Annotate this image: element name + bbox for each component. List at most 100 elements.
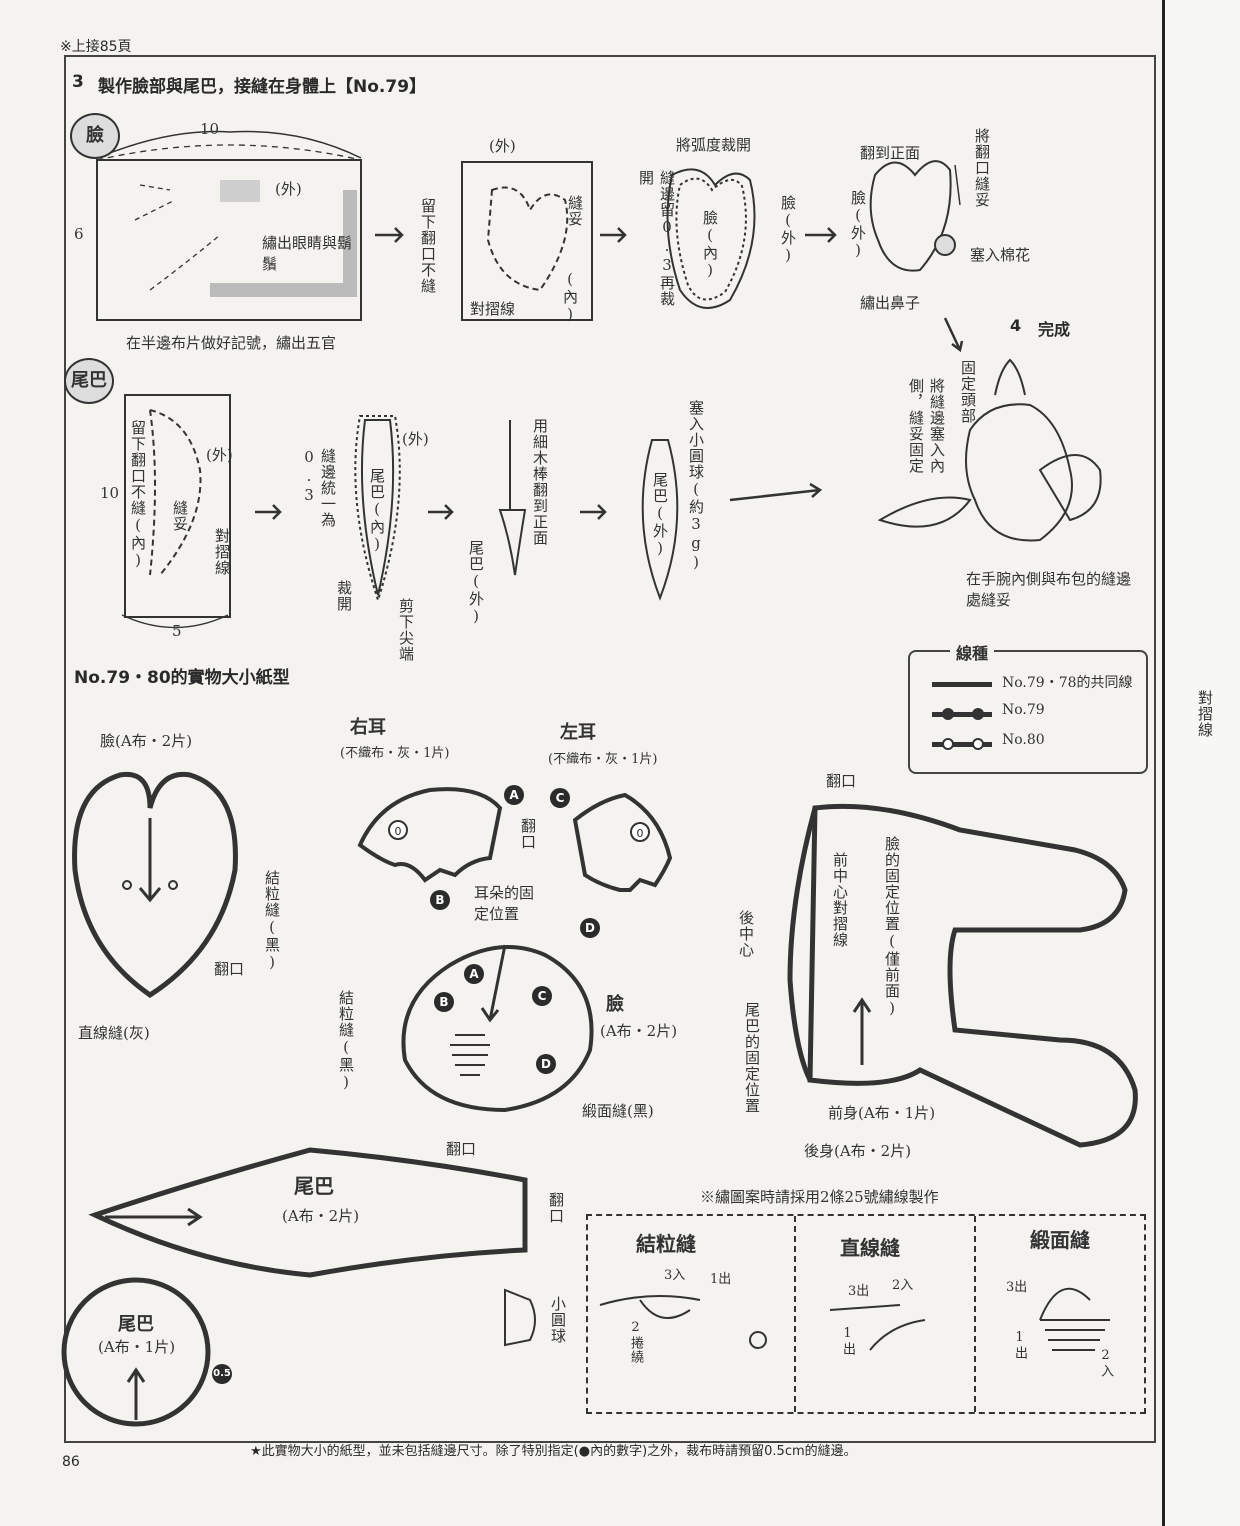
face-fabric-rect: [96, 159, 362, 321]
face-fold-line: 對摺線: [470, 300, 516, 318]
footer-note: ★此實物大小的紙型，並未包括縫邊尺寸。除了特別指定(●內的數字)之外，裁布時請預…: [250, 1444, 857, 1459]
satin-stitch-label: 緞面縫(黑): [582, 1102, 654, 1120]
tail-cut-tip: 剪下尖端: [397, 598, 415, 662]
line-type-legend: 線種 No.79・78的共同線 No.79 No.80: [908, 640, 1148, 774]
marker-d-face: D: [536, 1054, 556, 1074]
stitch-note: ※繡圖案時請採用2條25號繡線製作: [700, 1188, 939, 1206]
finish-sew-note: 在手腕內側與布包的縫邊處縫妥: [966, 570, 1132, 609]
face-in-label: 臉(內): [701, 210, 719, 280]
finish-fix-head: 固定頭部: [959, 360, 977, 424]
stitch-st-label-2: 2入: [892, 1278, 914, 1293]
left-ear-label: 左耳: [560, 722, 596, 743]
face-fold-dash: [96, 144, 362, 161]
tail-outside: (外): [206, 446, 233, 464]
tail-stuff-beads: 塞入小圓球(約3g): [687, 400, 705, 572]
legend-line-80: [932, 742, 992, 747]
stitch-sa-label-1: 3出: [1006, 1280, 1028, 1295]
stitch-fk-label-1: 3入: [664, 1268, 686, 1283]
face-outside: (外): [275, 180, 302, 198]
french-knot-2: 結粒縫(黑): [337, 990, 355, 1092]
face-leave-opening: 留下翻口不縫: [419, 198, 437, 294]
legend-title: 線種: [950, 640, 995, 664]
tail-circle-sub: (A布・1片): [98, 1338, 176, 1356]
small-bead-shape: [504, 1288, 536, 1347]
face-fix-label: 臉的固定位置(僅前面): [883, 836, 901, 1018]
pattern-face-label: 臉(A布・2片): [100, 732, 193, 750]
right-ear-sub: (不織布・灰・1片): [340, 746, 450, 761]
tail-leave-opening: 留下翻口不縫(內): [129, 420, 147, 570]
tail-cut-piece: [360, 419, 395, 596]
face2-sub: (A布・2片): [600, 1022, 678, 1040]
stitch-french-knot-title: 結粒縫: [636, 1232, 696, 1256]
tail-long-sub: (A布・2片): [282, 1207, 360, 1225]
next-page-edge: 對摺線: [1162, 0, 1240, 1526]
tail-circle-allowance: 0.5: [212, 1364, 232, 1384]
tail-fix-label: 尾巴的固定位置: [743, 1002, 761, 1114]
back-center-label: 後中心: [737, 910, 755, 958]
right-ear-num: 0: [388, 820, 408, 840]
marker-b-right-ear: B: [430, 890, 450, 910]
tail-dim-w: 5: [172, 622, 182, 640]
step4-number: 4: [1010, 316, 1022, 335]
pattern-title: No.79・80的實物大小紙型: [74, 668, 290, 688]
stitch-st-label-1: 3出: [848, 1284, 870, 1299]
tail-stuffed: [641, 439, 679, 601]
pattern-face-opening: 翻口: [214, 960, 245, 978]
folded-outside: (外): [489, 137, 516, 155]
face-out-label: 臉(外): [779, 195, 797, 265]
tail-long-turn: 翻口: [547, 1192, 565, 1224]
marker-c-left-ear: C: [550, 788, 570, 808]
stitch-satin-title: 緞面縫: [1030, 1228, 1090, 1252]
pattern-face-oval: [401, 945, 594, 1113]
marker-d-left-ear: D: [580, 918, 600, 938]
stitch-fk-label-3: 2捲繞: [628, 1320, 643, 1364]
face2-label: 臉: [606, 994, 624, 1015]
tail-section-label: 尾巴: [71, 370, 107, 391]
legend-item-80: No.80: [1002, 732, 1045, 748]
step3-number: 3: [72, 72, 84, 92]
ear-position-label: 耳朵的固定位置: [474, 884, 535, 923]
small-bead-label: 小圓球: [549, 1296, 567, 1344]
face-dim-h: 6: [74, 225, 84, 243]
pattern-tail-circle: [61, 1277, 211, 1427]
face-embroider-eyes: 繡出眼睛與鬍鬚: [262, 234, 353, 273]
face-trim-allowance: 縫邊留0.3再裁開: [637, 170, 676, 307]
tail-out-label: 尾巴(外): [467, 540, 485, 626]
face-cut-arc: 將弧度裁開: [676, 136, 752, 154]
legend-item-79: No.79: [1002, 702, 1045, 718]
face-folded-piece: [461, 161, 593, 321]
left-ear-sub: (不織布・灰・1片): [548, 752, 658, 767]
stitch-guide-box: [586, 1214, 1146, 1414]
pattern-tail-long: [88, 1147, 528, 1278]
tail-long-label: 尾巴: [294, 1174, 334, 1198]
stitch-st-label-3: 1出: [840, 1326, 855, 1356]
tail-stick: [498, 420, 527, 576]
header-note: ※上接85頁: [60, 39, 132, 55]
face-section-badge: 臉: [70, 113, 120, 159]
tail-dim-h: 10: [100, 484, 120, 502]
face-out-label-2: 臉(外): [849, 190, 867, 260]
face-dim-arc: [96, 130, 362, 159]
tail-in-label: 尾巴(內): [368, 468, 386, 554]
face-sew: 縫妥: [566, 195, 584, 227]
front-body-label: 前身(A布・1片): [828, 1104, 936, 1122]
tail-circle-label: 尾巴: [118, 1314, 154, 1335]
stitch-fk-label-2: 1出: [710, 1272, 732, 1287]
face-inside: (內): [561, 270, 579, 324]
finish-tuck-sew: 將縫邊塞入內側，縫妥固定: [907, 378, 946, 474]
pattern-french-knot: 結粒縫(黑): [263, 870, 281, 972]
tail-cut-open: 裁開: [335, 580, 353, 612]
center-fold-label: 前中心對摺線: [831, 852, 849, 948]
step4-title: 完成: [1038, 320, 1071, 339]
face-turn-right: 翻到正面: [860, 144, 921, 162]
step3-title: 製作臉部與尾巴，接縫在身體上【No.79】: [98, 77, 427, 97]
legend-item-common: No.79・78的共同線: [1002, 675, 1133, 691]
finished-rabbit: [965, 403, 1073, 542]
pattern-left-ear: [572, 792, 673, 892]
face-embroider-nose: 繡出鼻子: [860, 294, 921, 312]
stitch-sa-label-2: 1出: [1012, 1330, 1027, 1360]
legend-line-79: [932, 712, 992, 717]
face-mark-features: 在半邊布片做好記號，繡出五官: [126, 334, 337, 352]
stitch-sa-label-3: 2入: [1098, 1348, 1113, 1378]
